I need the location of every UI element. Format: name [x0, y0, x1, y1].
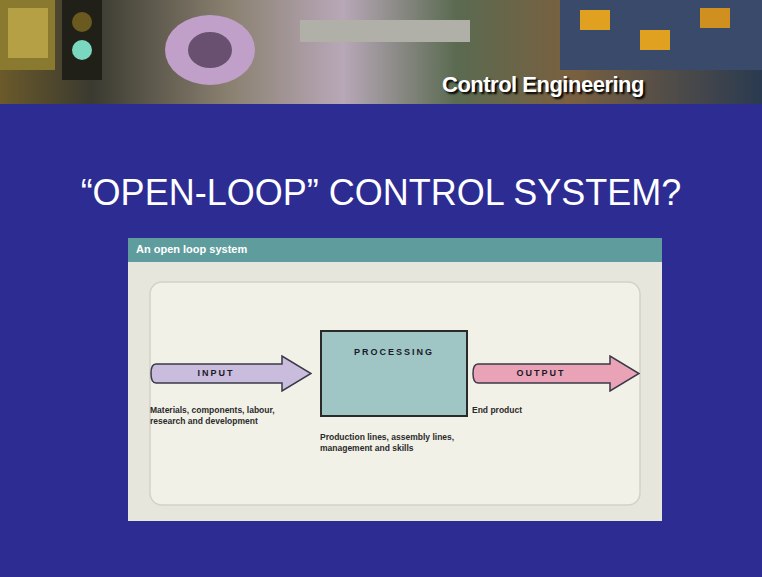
shape-label: INPUT: [154, 364, 278, 383]
diagram-panel: An open loop systemINPUT Materials, compo…: [128, 238, 662, 521]
process-box: PROCESSING Production lines, assembly lin…: [320, 330, 468, 457]
shape-label: OUTPUT: [476, 364, 606, 383]
shape-label: PROCESSING: [320, 344, 468, 360]
node-description: Materials, components, labour, research …: [150, 405, 285, 427]
node-description: End product: [472, 405, 607, 416]
node-description: Production lines, assembly lines, manage…: [320, 432, 455, 454]
flow-arrow: OUTPUT End product: [472, 355, 640, 419]
box-outline: [320, 330, 468, 417]
banner-brand: Control Engineering: [442, 72, 644, 98]
flow-arrow: INPUT Materials, components, labour, rese…: [150, 355, 312, 430]
slide-title: “OPEN-LOOP” CONTROL SYSTEM?: [0, 172, 762, 214]
banner-photo: [0, 0, 762, 110]
panel-heading: An open loop system: [136, 243, 247, 255]
